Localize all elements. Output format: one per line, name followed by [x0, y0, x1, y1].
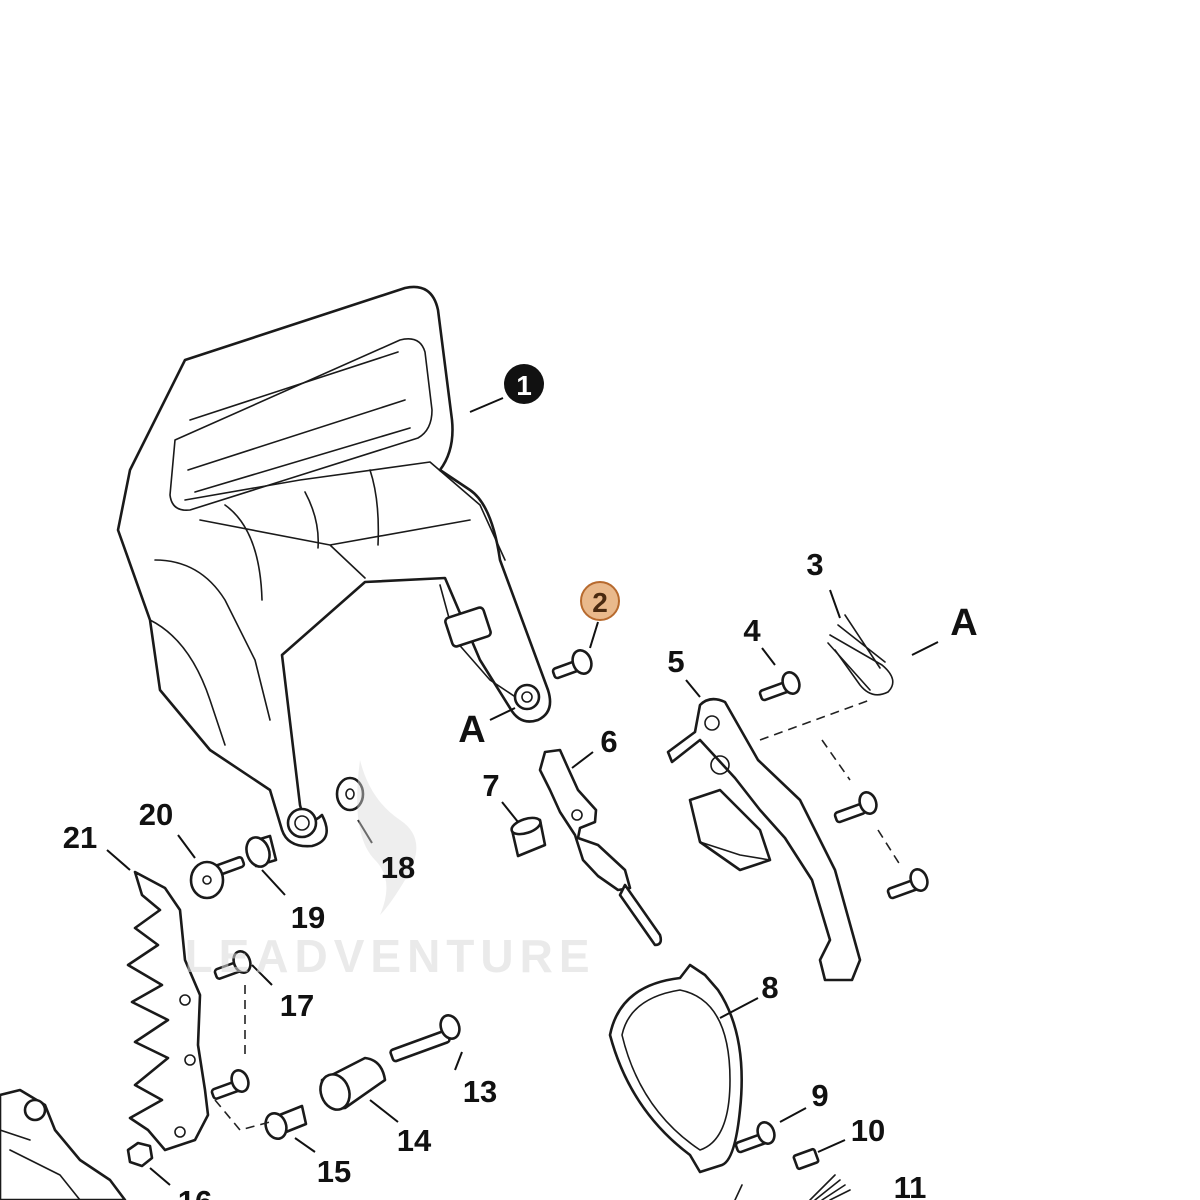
callout-14[interactable]: 14 [397, 1123, 432, 1158]
callout-5[interactable]: 5 [667, 644, 684, 679]
callout-18[interactable]: 18 [381, 850, 415, 885]
callout-9[interactable]: 9 [811, 1078, 828, 1113]
section-mark-right: A [950, 602, 977, 644]
callout-21[interactable]: 21 [63, 820, 97, 855]
part-21-bumper-spike[interactable] [126, 870, 210, 1152]
callout-11[interactable]: 11 [894, 1170, 927, 1200]
callout-1-label: 1 [516, 370, 532, 401]
partial-engine-housing [0, 1088, 127, 1200]
part-4c-screw[interactable] [886, 867, 930, 900]
part-18-washer[interactable] [335, 776, 365, 812]
callout-8[interactable]: 8 [761, 970, 778, 1005]
part-17-screw[interactable] [213, 949, 253, 980]
part-9-screw[interactable] [734, 1120, 777, 1154]
callout-13[interactable]: 13 [463, 1074, 497, 1109]
watermark-text: LEADVENTURE [184, 930, 595, 982]
part-17b-screw[interactable] [210, 1068, 251, 1100]
part-7-sleeve[interactable] [510, 815, 547, 858]
callout-2[interactable]: 2 [580, 581, 620, 621]
callout-2-badge [580, 581, 620, 621]
part-1-handle-housing[interactable] [116, 285, 552, 848]
callout-10[interactable]: 10 [851, 1113, 885, 1148]
callout-1-badge [504, 364, 544, 404]
assembly-lines [214, 699, 903, 1131]
part-3-spring-clip[interactable] [827, 614, 894, 696]
part-15-sleeve[interactable] [262, 1104, 308, 1142]
part-4b-screw[interactable] [833, 790, 879, 824]
part-16-hex-nut[interactable] [126, 1141, 154, 1168]
part-20-shoulder-screw[interactable] [189, 856, 246, 900]
part-4-screw[interactable] [758, 670, 802, 702]
leader-lines [106, 397, 939, 1186]
callout-17[interactable]: 17 [280, 988, 314, 1023]
part-19-sleeve[interactable] [243, 834, 278, 870]
section-mark-left: A [458, 709, 485, 751]
callout-2-label: 2 [592, 587, 608, 618]
part-10-nut[interactable] [792, 1147, 820, 1171]
part-11-spring[interactable] [734, 1174, 851, 1200]
callout-7[interactable]: 7 [482, 768, 499, 803]
part-14-buffer[interactable] [316, 1056, 387, 1114]
part-6-lever-arm[interactable] [538, 748, 663, 947]
watermark: LEADVENTURE [184, 760, 595, 982]
callout-3[interactable]: 3 [806, 547, 823, 582]
callout-20[interactable]: 20 [139, 797, 173, 832]
part-8-brake-band[interactable] [608, 963, 743, 1174]
callout-6[interactable]: 6 [600, 724, 617, 759]
part-2-screw[interactable] [551, 648, 594, 680]
callout-1[interactable]: 1 [504, 364, 544, 404]
callout-4[interactable]: 4 [743, 613, 761, 648]
part-13-bolt[interactable] [389, 1013, 463, 1063]
callout-19[interactable]: 19 [291, 900, 325, 935]
callout-16[interactable]: 16 [178, 1184, 212, 1200]
callout-15[interactable]: 15 [317, 1154, 351, 1189]
part-5-lever-bracket[interactable] [666, 697, 862, 982]
